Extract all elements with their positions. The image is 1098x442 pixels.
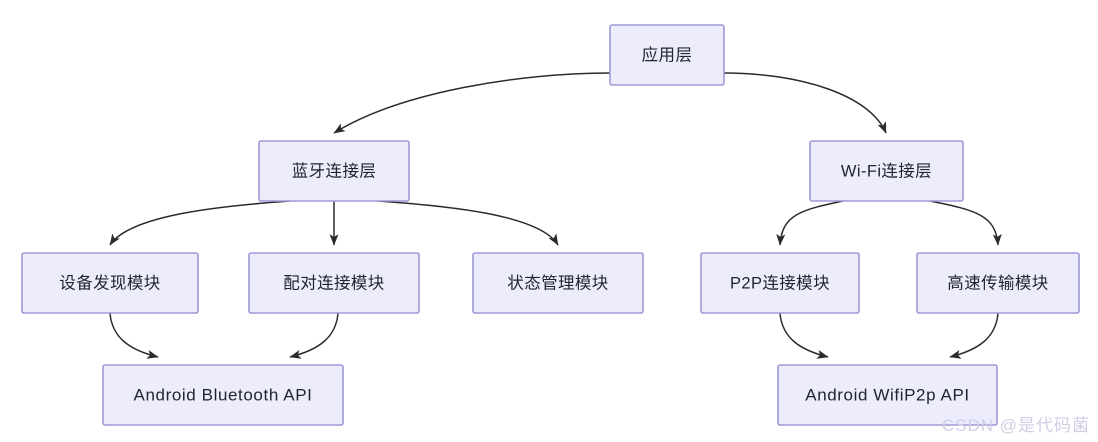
node-discover[interactable]: 设备发现模块 — [21, 252, 199, 314]
edge-bt_layer-to-discover — [109, 200, 291, 246]
node-box-wifi_layer — [809, 140, 964, 202]
edge-highspeed-to-wifi_api — [949, 312, 999, 359]
node-label-highspeed: 高速传输模块 — [947, 273, 1048, 292]
node-label-app: 应用层 — [642, 45, 693, 64]
edges-layer — [109, 72, 1002, 359]
node-wifi_layer[interactable]: Wi-Fi连接层 — [809, 140, 964, 202]
node-box-p2p — [700, 252, 860, 314]
node-state[interactable]: 状态管理模块 — [472, 252, 644, 314]
node-label-discover: 设备发现模块 — [59, 273, 160, 292]
node-box-bt_api — [102, 364, 344, 426]
node-highspeed[interactable]: 高速传输模块 — [916, 252, 1080, 314]
node-label-bt_api: Android Bluetooth API — [134, 385, 313, 404]
edge-app-to-bt_layer — [333, 72, 611, 134]
edge-wifi_layer-to-highspeed — [929, 200, 1002, 246]
edge-p2p-to-wifi_api — [779, 312, 829, 359]
node-box-highspeed — [916, 252, 1080, 314]
node-pairing[interactable]: 配对连接模块 — [248, 252, 420, 314]
node-box-state — [472, 252, 644, 314]
node-label-wifi_layer: Wi-Fi连接层 — [841, 161, 932, 180]
edge-pairing-to-bt_api — [289, 312, 339, 359]
csdn-watermark: CSDN @是代码菌 — [941, 416, 1090, 435]
edge-bt_layer-to-state — [377, 200, 559, 246]
node-wifi_api[interactable]: Android WifiP2p API — [777, 364, 998, 426]
edge-app-to-wifi_layer — [723, 72, 887, 134]
node-box-wifi_api — [777, 364, 998, 426]
node-box-pairing — [248, 252, 420, 314]
node-p2p[interactable]: P2P连接模块 — [700, 252, 860, 314]
node-label-pairing: 配对连接模块 — [283, 273, 384, 292]
node-label-state: 状态管理模块 — [507, 273, 608, 292]
node-label-bt_layer: 蓝牙连接层 — [292, 161, 377, 180]
node-label-wifi_api: Android WifiP2p API — [805, 385, 969, 404]
node-bt_layer[interactable]: 蓝牙连接层 — [258, 140, 410, 202]
node-label-p2p: P2P连接模块 — [730, 273, 830, 292]
node-box-app — [609, 24, 725, 86]
edge-wifi_layer-to-p2p — [776, 200, 844, 246]
edge-discover-to-bt_api — [109, 312, 159, 359]
node-bt_api[interactable]: Android Bluetooth API — [102, 364, 344, 426]
node-app[interactable]: 应用层 — [609, 24, 725, 86]
node-box-discover — [21, 252, 199, 314]
node-box-bt_layer — [258, 140, 410, 202]
